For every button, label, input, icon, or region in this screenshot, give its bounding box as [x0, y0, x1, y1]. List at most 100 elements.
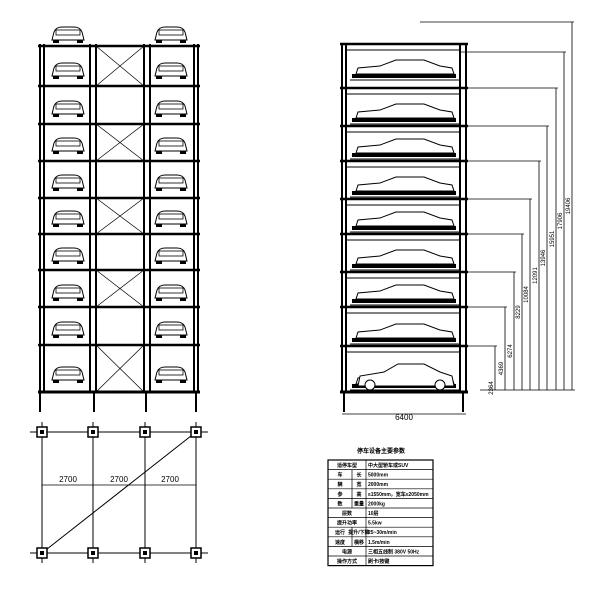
- car-front-view: [51, 366, 85, 383]
- column-section: [40, 551, 44, 555]
- car-wheel: [156, 114, 162, 117]
- car-side-view: [355, 284, 455, 300]
- car-front-view: [51, 26, 85, 43]
- parking-pallet: [352, 338, 456, 342]
- car-wheel: [156, 335, 162, 338]
- car-wheel: [77, 224, 83, 227]
- car-front-view: [51, 100, 85, 117]
- height-dimension-label: 10084: [524, 285, 530, 302]
- car-front-view: [154, 137, 188, 154]
- parking-pallet: [352, 191, 456, 195]
- car-wheel: [156, 40, 162, 43]
- car-wheel: [180, 40, 186, 43]
- plan-diagonal-brace: [41, 431, 197, 554]
- cross-brace: [95, 45, 145, 87]
- car-windshield: [158, 213, 184, 220]
- table-label: 运行: [335, 529, 345, 536]
- car-front-view: [51, 62, 85, 79]
- car-wheel: [77, 114, 83, 117]
- table-label: 速度: [335, 539, 346, 546]
- table-sublabel: 提升/下降: [348, 529, 370, 536]
- parking-pallet: [352, 153, 456, 157]
- car-wheel: [180, 335, 186, 338]
- parking-pallet: [352, 264, 456, 268]
- column-section: [143, 551, 147, 555]
- car-body: [154, 62, 188, 77]
- car-body: [51, 62, 85, 77]
- plan-dim-1: 2700: [59, 475, 77, 484]
- car-body: [154, 100, 188, 115]
- car-windshield: [55, 369, 81, 376]
- table-value: 2000mm: [368, 482, 389, 488]
- table-sublabel: 重量: [354, 500, 364, 507]
- car-front-view: [51, 321, 85, 338]
- cross-brace: [95, 123, 145, 162]
- table-sublabel: 长: [356, 472, 362, 479]
- car-front-view: [154, 100, 188, 117]
- car-wheel: [53, 224, 59, 227]
- car-windshield: [158, 177, 184, 184]
- table-value: 刷卡/按键: [368, 558, 390, 565]
- table-value: 中大型轿车或SUV: [368, 462, 409, 469]
- car-wheel: [180, 380, 186, 383]
- table-value: 5000mm: [368, 473, 389, 479]
- car-wheel: [77, 40, 83, 43]
- table-value: 10层: [368, 510, 379, 517]
- car-wheel: [77, 188, 83, 191]
- car-side-view: [355, 138, 455, 154]
- table-sublabel: 高: [356, 491, 361, 498]
- parking-pallet: [352, 226, 456, 230]
- car-wheel: [180, 261, 186, 264]
- car-windshield: [55, 29, 81, 36]
- car-windshield: [158, 250, 184, 257]
- width-dimension: 6400: [395, 413, 413, 422]
- car-wheel: [53, 298, 59, 301]
- table-label: 车: [337, 472, 342, 479]
- car-wheel: [77, 380, 83, 383]
- height-dimension-label: 6274: [508, 344, 514, 358]
- table-label: 电源: [342, 548, 352, 555]
- height-dimensions: 2364436962748229100841209113946159511790…: [420, 21, 575, 395]
- car-front-view: [154, 62, 188, 79]
- column-section: [91, 430, 95, 434]
- car-windshield: [158, 103, 184, 110]
- car-body: [154, 210, 188, 225]
- car-front-view: [154, 366, 188, 383]
- car-body: [154, 247, 188, 262]
- car-body: [51, 284, 85, 299]
- car-front-view: [51, 284, 85, 301]
- height-dimension-label: 8229: [516, 305, 522, 319]
- car-windshield: [55, 287, 81, 294]
- cross-brace: [95, 344, 145, 393]
- cross-brace: [95, 269, 145, 308]
- car-windshield: [158, 29, 184, 36]
- car-body: [51, 247, 85, 262]
- car-wheel: [53, 380, 59, 383]
- car-wheel: [434, 379, 446, 391]
- car-wheel: [180, 151, 186, 154]
- car-wheel: [77, 151, 83, 154]
- car-windshield: [55, 177, 81, 184]
- car-wheel: [53, 188, 59, 191]
- car-windshield: [158, 65, 184, 72]
- car-wheel: [180, 76, 186, 79]
- spec-table-title: 停车设备主要参数: [357, 447, 406, 455]
- car-windshield: [158, 324, 184, 331]
- car-wheel: [53, 40, 59, 43]
- plan-dim-3: 2700: [161, 475, 179, 484]
- car-windshield: [55, 213, 81, 220]
- car-wheel: [156, 224, 162, 227]
- car-wheel: [53, 261, 59, 264]
- side-elevation: [340, 42, 468, 415]
- table-border: [327, 459, 434, 567]
- car-front-view: [51, 247, 85, 264]
- height-dimension-label: 15951: [550, 230, 556, 247]
- car-windshield: [55, 103, 81, 110]
- table-label: 参: [337, 491, 342, 498]
- car-wheel: [77, 298, 83, 301]
- height-dimension-label: 4369: [499, 361, 505, 375]
- car-body: [154, 366, 188, 381]
- car-body: [51, 137, 85, 152]
- car-wheel: [180, 298, 186, 301]
